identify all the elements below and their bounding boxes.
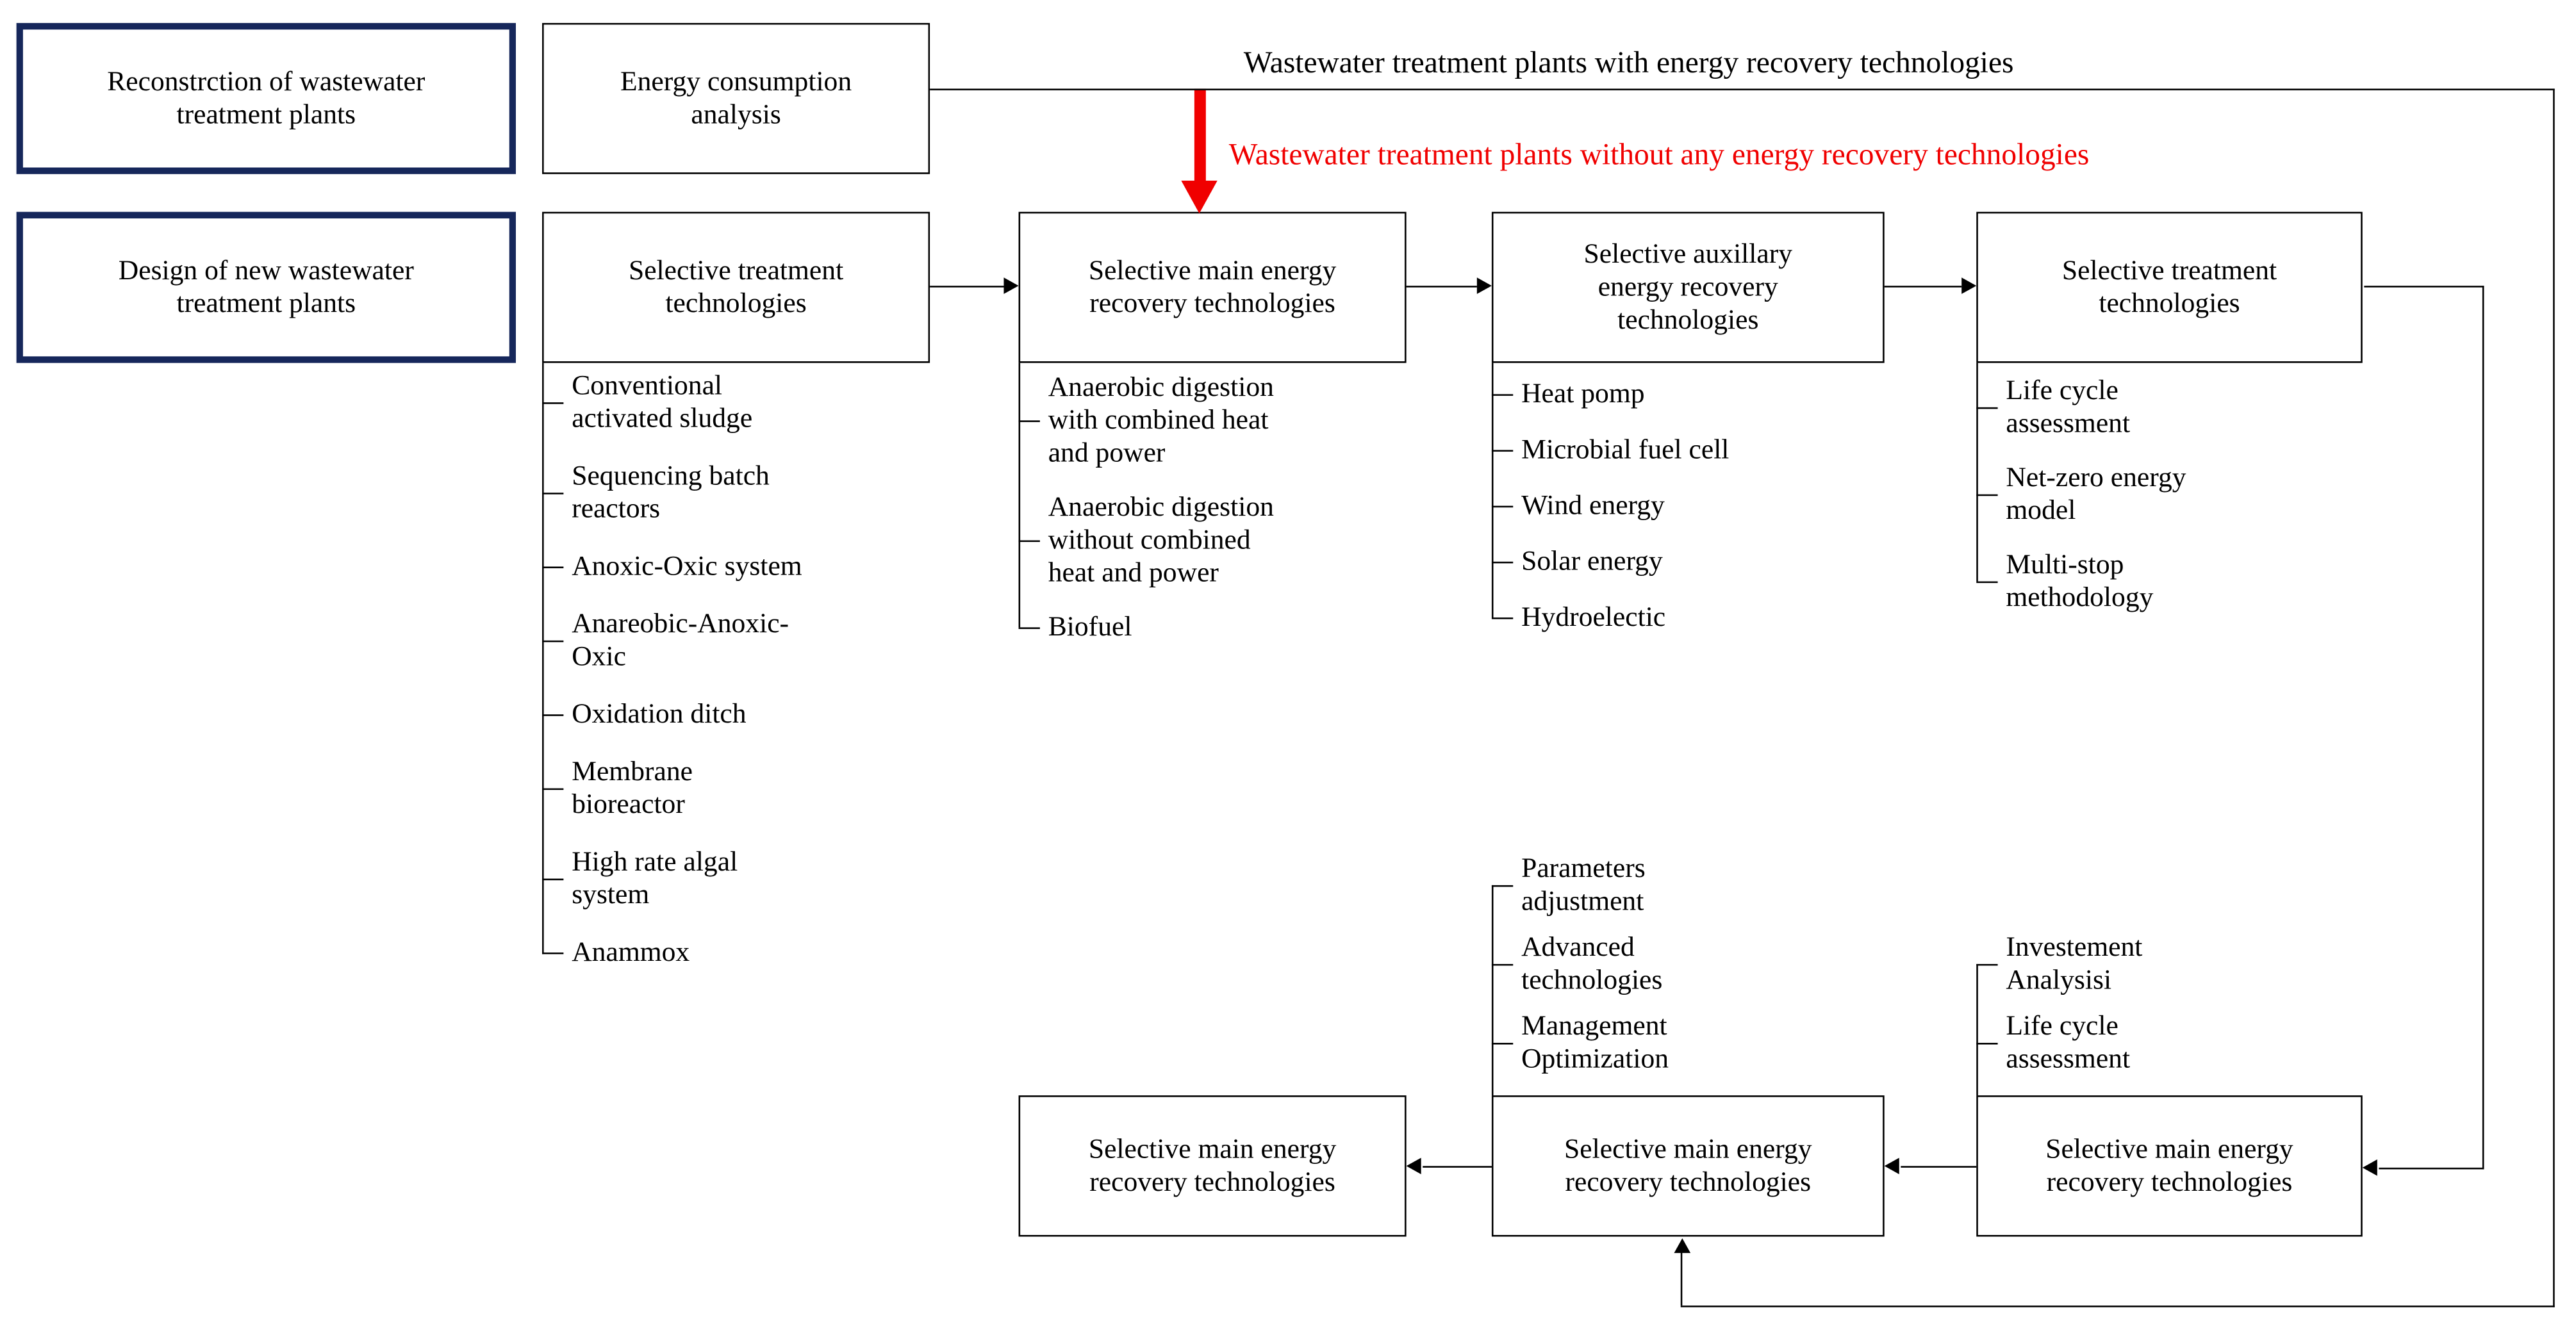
label-without-energy-recovery: Wastewater treatment plants without any … xyxy=(1228,139,2090,173)
connector-e-to-f xyxy=(1406,286,1477,288)
bracket-treatment-tech xyxy=(542,363,544,954)
red-down-arrow-head xyxy=(1181,181,1218,214)
arrowhead-e-to-f xyxy=(1476,277,1492,295)
box-selective-auxillary-energy: Selective auxillary energy recovery tech… xyxy=(1491,211,1885,363)
list-item: Management Optimization xyxy=(1491,1010,1853,1076)
bracket-main-energy xyxy=(1018,363,1021,628)
list-item: Wind energy xyxy=(1491,489,1853,522)
connector-f-to-g xyxy=(1884,286,1962,288)
connector-d-to-e xyxy=(930,286,1004,288)
arrowhead-into-bottom-mid-right xyxy=(1884,1157,1899,1175)
label-with-energy-recovery: Wastewater treatment plants with energy … xyxy=(1243,47,2014,81)
box-energy-consumption-analysis: Energy consumption analysis xyxy=(542,22,930,174)
list-item: Anammox xyxy=(542,936,895,969)
list-item: High rate algal system xyxy=(542,846,895,912)
arrowhead-into-bottom-left xyxy=(1406,1157,1421,1175)
connector-g-exit-line xyxy=(2363,286,2484,288)
bracket-treatment-tech-right xyxy=(1976,363,1978,582)
list-item: Advanced technologies xyxy=(1491,931,1853,997)
list-item: Anareobic-Anoxic- Oxic xyxy=(542,608,895,674)
connector-feedback-up-vline xyxy=(1681,1251,1683,1306)
box-reconstruction: Reconstrction of wastewater treatment pl… xyxy=(16,22,516,174)
list-item: Parameters adjustment xyxy=(1491,853,1853,919)
arrowhead-into-bottom-right xyxy=(2362,1159,2377,1177)
list-item: Life cycle assessment xyxy=(1976,1010,2338,1076)
list-item: Investement Analysisi xyxy=(1976,931,2338,997)
red-down-arrow-shaft xyxy=(1194,88,1205,182)
list-item: Heat pomp xyxy=(1491,378,1853,411)
connector-right-outer-vline xyxy=(2553,88,2555,1307)
list-item: Membrane bioreactor xyxy=(542,755,895,821)
arrowhead-f-to-g xyxy=(1961,277,1977,295)
connector-right-inner-vline xyxy=(2482,286,2484,1169)
list-item: Solar energy xyxy=(1491,545,1853,578)
box-selective-main-energy: Selective main energy recovery technolog… xyxy=(1018,211,1407,363)
connector-bottom-feedback-line xyxy=(1681,1305,2554,1307)
bracket-optimization xyxy=(1491,885,1494,1096)
box-main-energy-bottom-left: Selective main energy recovery technolog… xyxy=(1018,1095,1407,1237)
arrowhead-up-into-bottom-mid xyxy=(1673,1237,1690,1252)
connector-right-to-mid-bottom xyxy=(1901,1166,1977,1168)
list-treatment-technologies: Conventional activated sludge Sequencing… xyxy=(542,370,895,994)
box-selective-treatment-technologies: Selective treatment technologies xyxy=(542,211,930,363)
list-assessment: Investement Analysisi Life cycle assessm… xyxy=(1976,931,2338,1089)
connector-top-line xyxy=(930,88,2554,91)
list-item: Biofuel xyxy=(1018,611,1372,644)
list-item: Sequencing batch reactors xyxy=(542,460,895,526)
list-item: Anaerobic digestion without combined hea… xyxy=(1018,491,1372,590)
arrowhead-d-to-e xyxy=(1003,277,1019,295)
list-item: Conventional activated sludge xyxy=(542,370,895,436)
list-item: Microbial fuel cell xyxy=(1491,434,1853,466)
list-item: Hydroelectic xyxy=(1491,601,1853,634)
list-item: Anaerobic digestion with combined heat a… xyxy=(1018,371,1372,470)
list-item: Oxidation ditch xyxy=(542,698,895,731)
bracket-assessment xyxy=(1976,963,1978,1096)
box-design-new-plants: Design of new wastewater treatment plant… xyxy=(16,211,516,363)
box-main-energy-bottom-right: Selective main energy recovery technolog… xyxy=(1976,1095,2363,1237)
list-aux-energy: Heat pomp Microbial fuel cell Wind energ… xyxy=(1491,378,1853,657)
list-item: Net-zero energy model xyxy=(1976,461,2329,527)
bracket-aux-energy xyxy=(1491,363,1494,617)
list-item: Life cycle assessment xyxy=(1976,375,2329,441)
list-item: Multi-stop methodology xyxy=(1976,548,2329,614)
connector-into-bottom-right-line xyxy=(2379,1167,2484,1170)
list-item: Anoxic-Oxic system xyxy=(542,550,895,583)
connector-mid-to-left-bottom xyxy=(1423,1166,1492,1168)
list-optimization: Parameters adjustment Advanced technolog… xyxy=(1491,853,1853,1089)
list-main-energy: Anaerobic digestion with combined heat a… xyxy=(1018,371,1372,665)
box-selective-treatment-technologies-right: Selective treatment technologies xyxy=(1976,211,2363,363)
box-main-energy-bottom-mid: Selective main energy recovery technolog… xyxy=(1491,1095,1885,1237)
list-treatment-tech-right: Life cycle assessment Net-zero energy mo… xyxy=(1976,375,2329,636)
